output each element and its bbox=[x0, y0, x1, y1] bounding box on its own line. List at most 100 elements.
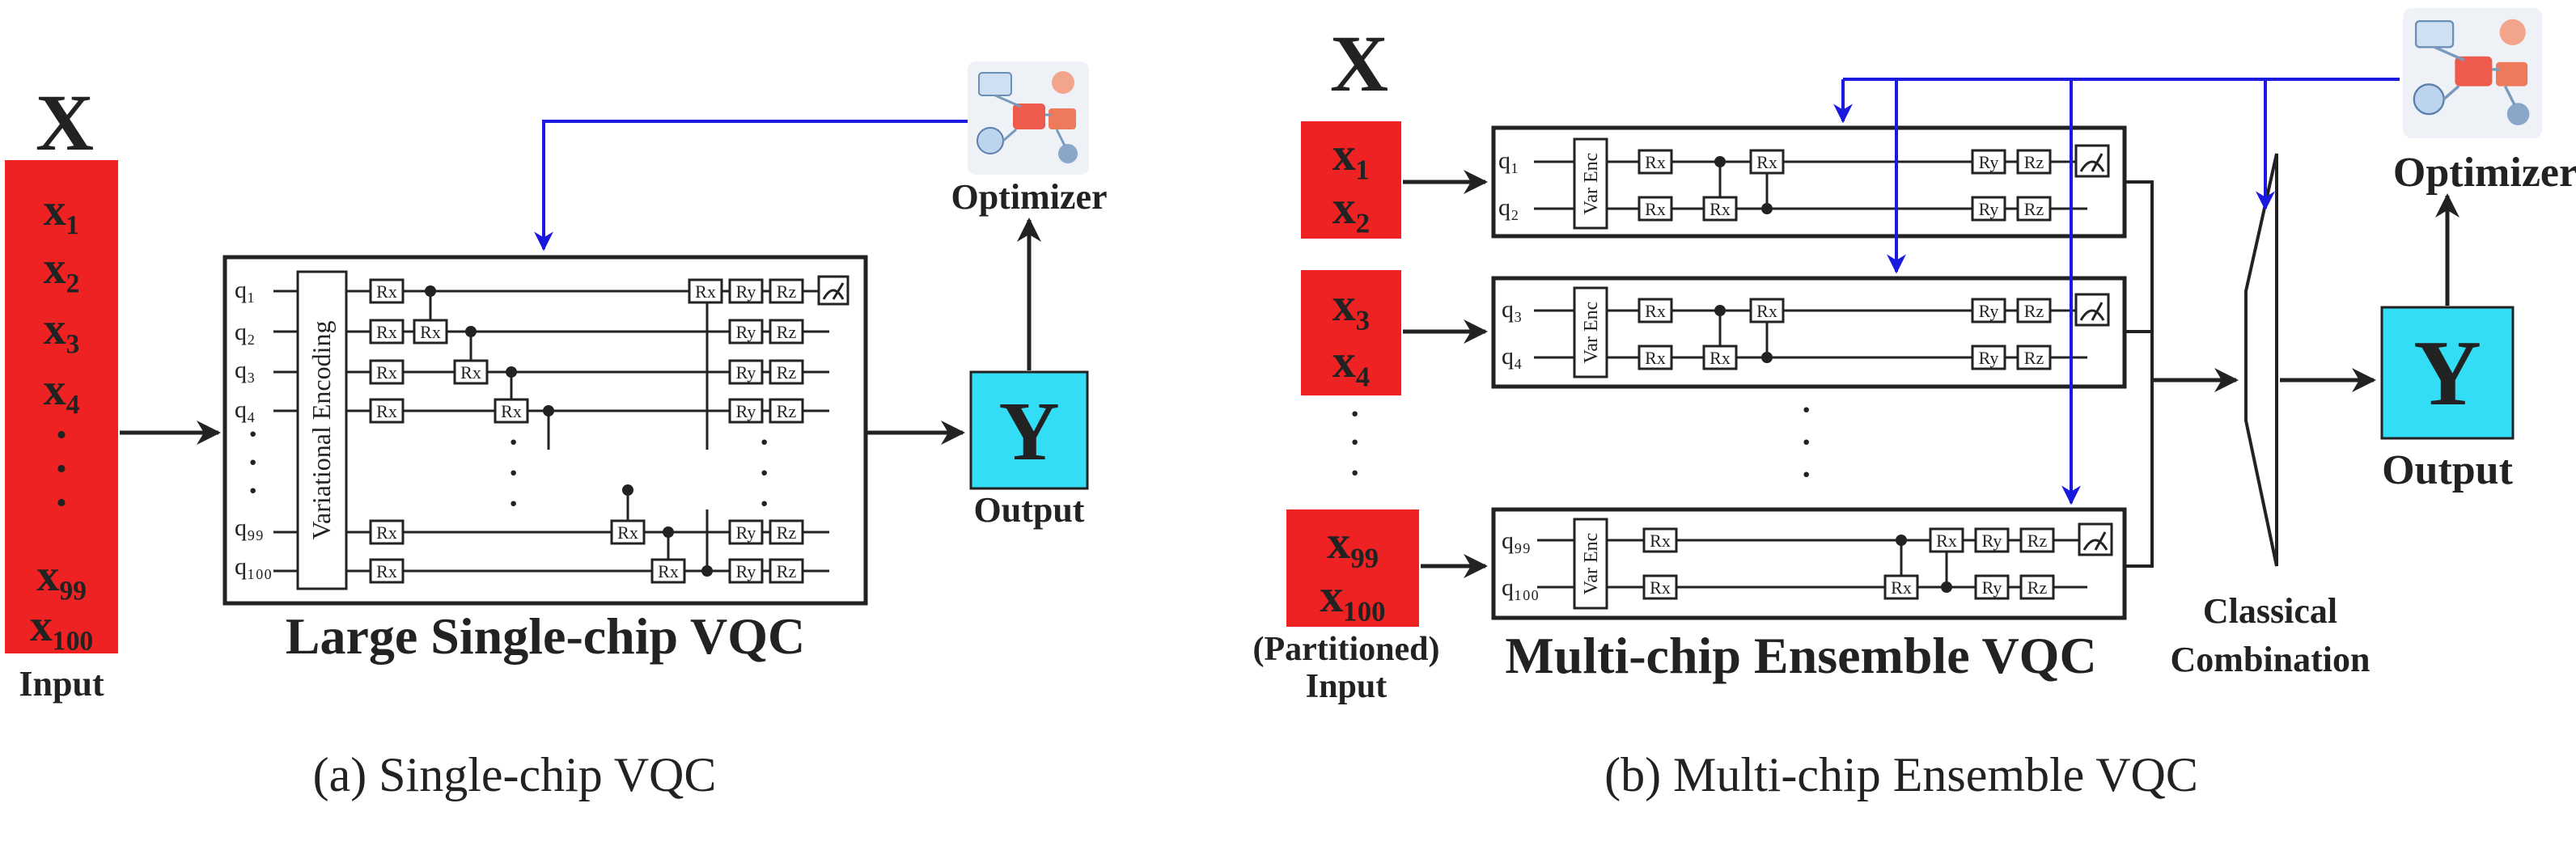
rz-gate: Rz bbox=[2016, 149, 2052, 175]
gate-label: Ry bbox=[736, 401, 756, 421]
gate-label: Rx bbox=[376, 281, 397, 302]
panel-a-x-heading: X bbox=[36, 78, 94, 167]
qubit-labels: q₁ q₂ q₃ q₄ q₉₉ q₁₀₀ bbox=[235, 277, 272, 580]
gate-label: Rx bbox=[1645, 152, 1666, 172]
rz-gate: Rz bbox=[2016, 298, 2052, 323]
ry-gate: Ry bbox=[1971, 149, 2006, 175]
gate-label: Rx bbox=[617, 522, 638, 543]
vdot: · bbox=[508, 485, 519, 522]
gate-label: Rx bbox=[376, 561, 397, 581]
ry-gate: Ry bbox=[728, 519, 764, 545]
rx-gate: Rx bbox=[369, 359, 405, 385]
qubit-label: q₃ bbox=[1502, 296, 1522, 323]
controlled-rx-gate: Rx bbox=[1702, 345, 1738, 370]
control-dot bbox=[701, 565, 713, 577]
input-ellipsis: · bbox=[54, 444, 70, 494]
gate-label: Rz bbox=[2024, 348, 2044, 368]
qubit-label: q₄ bbox=[1502, 343, 1522, 370]
single-chip-title: Large Single-chip VQC bbox=[286, 607, 805, 665]
feedback-arrows bbox=[1833, 78, 2400, 505]
controlled-rx-gate: Rx bbox=[1749, 149, 1785, 175]
qubit-label: q₄ bbox=[235, 396, 255, 423]
panel-a: X x₁ x₂ x₃ x₄ · · · x₉₉ x₁₀₀ Input q₁ q₂… bbox=[5, 60, 1108, 801]
ry-gate: Ry bbox=[728, 398, 764, 424]
input-ellipsis: · bbox=[54, 478, 70, 528]
controlled-rx-gate: Rx bbox=[1883, 574, 1919, 600]
gate-label: Rx bbox=[1756, 152, 1777, 172]
gate-label: Rx bbox=[1936, 531, 1957, 551]
input-x3: x₃ bbox=[44, 304, 80, 354]
input-block bbox=[1301, 121, 1401, 239]
input-label: x₁₀₀ bbox=[1320, 569, 1385, 622]
gate-label: Ry bbox=[736, 281, 756, 302]
qubit-label: q₉₉ bbox=[235, 514, 264, 541]
rx-gate: Rx bbox=[688, 278, 723, 304]
var-enc-block bbox=[1573, 518, 1608, 610]
vdot: · bbox=[248, 444, 258, 480]
input-block bbox=[1286, 509, 1419, 627]
gate-label: Rz bbox=[2024, 152, 2044, 172]
vdot: · bbox=[759, 485, 769, 522]
measurement-meter-icon bbox=[2074, 293, 2110, 327]
gate-label: Ry bbox=[1979, 348, 1999, 368]
control-dot bbox=[1896, 535, 1907, 546]
chip-circuit-1: Var Enc Rx Rx Rx Rx Ry Ry Rz Rz bbox=[1534, 137, 2110, 230]
ry-gate: Ry bbox=[1971, 298, 2006, 323]
ry-gate: Ry bbox=[1971, 196, 2006, 222]
gate-label: Rx bbox=[1710, 348, 1731, 368]
vdot: · bbox=[759, 424, 769, 460]
input-label: x₃ bbox=[1332, 278, 1370, 331]
panel-b-caption: (b) Multi-chip Ensemble VQC bbox=[1604, 748, 2198, 801]
gate-label: Rx bbox=[1645, 301, 1666, 321]
gates-a: Rx Rx Rx Rx Rx Rx Rx Rx Rx Rx Rx Rx Ry R… bbox=[369, 278, 804, 584]
qubit-label: q₂ bbox=[235, 319, 255, 345]
gate-label: Ry bbox=[736, 362, 756, 383]
rx-gate: Rx bbox=[369, 278, 405, 304]
vdot: · bbox=[248, 472, 258, 509]
input-x99: x₉₉ bbox=[36, 551, 87, 601]
panel-b-x-heading: X bbox=[1330, 19, 1388, 108]
vdot: · bbox=[1349, 454, 1360, 491]
gate-label: Rz bbox=[777, 522, 797, 543]
rx-gate: Rx bbox=[1638, 149, 1673, 175]
input-label: x₄ bbox=[1332, 335, 1370, 387]
rx-gate: Rx bbox=[369, 558, 405, 584]
qubit-label: q₃ bbox=[235, 357, 255, 383]
control-dot bbox=[543, 405, 554, 416]
ry-gate: Ry bbox=[728, 319, 764, 345]
gate-label: Rx bbox=[695, 281, 716, 302]
gate-label: Rz bbox=[777, 401, 797, 421]
gate-label: Ry bbox=[1982, 531, 2002, 551]
input-label: x₂ bbox=[1332, 181, 1370, 234]
vdot: · bbox=[1349, 395, 1360, 432]
gate-label: Rx bbox=[1756, 301, 1777, 321]
input-caption: Input bbox=[1306, 668, 1387, 705]
gate-label: Rx bbox=[658, 561, 679, 581]
vdot: · bbox=[1801, 424, 1811, 460]
qubit-label: q₁₀₀ bbox=[1502, 574, 1539, 601]
optimizer-network-icon bbox=[966, 60, 1091, 176]
output-symbol: Y bbox=[998, 385, 1059, 478]
rz-gate: Rz bbox=[769, 359, 804, 385]
gate-label: Ry bbox=[1979, 152, 1999, 172]
classical-combination-block bbox=[2244, 153, 2278, 567]
optimizer-label: Optimizer bbox=[951, 177, 1107, 217]
rz-gate: Rz bbox=[769, 319, 804, 345]
control-dot bbox=[1761, 203, 1773, 214]
ry-gate: Ry bbox=[1971, 345, 2006, 370]
qubit-label: q₂ bbox=[1498, 194, 1519, 221]
chip-circuit-2: Var Enc Rx Rx Rx Rx Ry Ry Rz Rz bbox=[1534, 286, 2110, 378]
chip-qubit-labels: q₁ q₂ q₃ q₄ q₉₉ q₁₀₀ bbox=[1498, 147, 1539, 601]
measurement-meter-icon bbox=[817, 275, 849, 306]
qubit-label: q₁ bbox=[1498, 147, 1519, 174]
gate-label: Rx bbox=[376, 401, 397, 421]
rx-gate: Rx bbox=[1638, 298, 1673, 323]
gate-label: Rx bbox=[1650, 531, 1671, 551]
vdot: · bbox=[1801, 456, 1811, 493]
control-dot bbox=[1761, 352, 1773, 363]
gate-label: Rz bbox=[2027, 531, 2048, 551]
control-dot bbox=[622, 484, 633, 496]
input-ellipsis: · bbox=[54, 410, 70, 460]
controlled-rx-gate: Rx bbox=[1749, 298, 1785, 323]
